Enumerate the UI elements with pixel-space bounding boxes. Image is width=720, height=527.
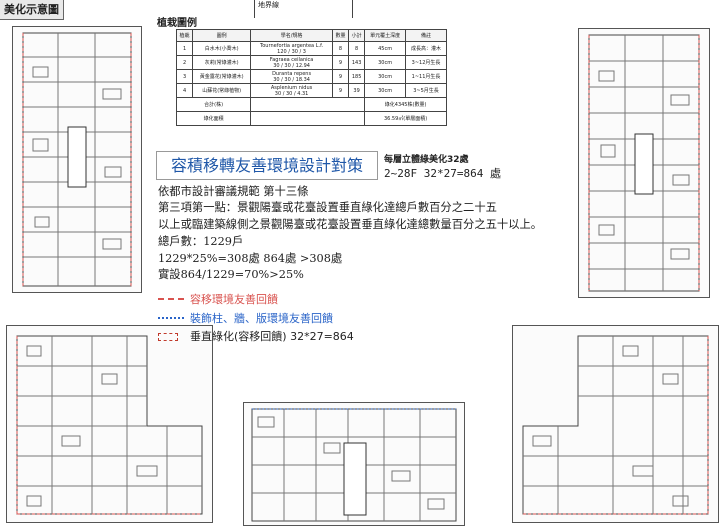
floor-plan-drawing [522, 335, 709, 515]
plant-spec: Tournefortia argentea L.f.120 / 30 / 3 [250, 41, 333, 56]
site-boundary-label: 地界線 [258, 1, 279, 9]
empty-cell [250, 97, 366, 112]
plant-qty: 9 [331, 69, 350, 84]
soil-depth: 30cm [364, 83, 407, 98]
empty-cell [250, 111, 366, 126]
plant-subtotal: 39 [348, 83, 366, 98]
site-boundary-line [352, 0, 353, 18]
plant-species: Asplenium nidus [270, 84, 313, 91]
plant-qty: 9 [331, 55, 350, 70]
floor-plan-bottom-center [243, 402, 465, 526]
table-row: 1 白水木(小喬木) Tournefortia argentea L.f.120… [175, 41, 447, 56]
column-header: 數量 [331, 29, 350, 42]
plant-species: Fagraea ceilanica [269, 56, 314, 63]
body-line: 總戶數：1229戶 [158, 235, 244, 248]
planting-legend-table: 植栽 圖例 學名/規格 數量 小計 單元覆土深度 備註 1 白水木(小喬木) T… [175, 29, 447, 126]
plant-note: 3~5月生長 [405, 83, 447, 98]
plant-size: 30 / 30 / 4.31 [274, 90, 309, 97]
plant-species: Tournefortia argentea L.f. [260, 42, 324, 49]
body-line: 第三項第一點：景觀陽臺或花臺設置垂直綠化達總戶數百分之二十五 [158, 201, 497, 214]
row-number: 3 [175, 69, 194, 84]
plant-note: 3~12月生長 [405, 55, 447, 70]
plant-note: 1~11月生長 [405, 69, 447, 84]
legend-text: 垂直綠化(容移回饋) 32*27=864 [190, 330, 354, 343]
plant-name: 白水木(小喬木) [192, 41, 252, 56]
body-line: 以上或臨建築線側之景觀陽臺或花臺設置垂直綠化達總數量百分之五十以上。 [158, 218, 543, 231]
total-value: 綠化4345株(數量) [364, 97, 447, 112]
soil-depth: 45cm [364, 41, 407, 56]
floor-plan-drawing [588, 34, 700, 292]
plant-qty: 9 [331, 83, 350, 98]
floor-plan-top-right [578, 28, 710, 298]
column-header: 小計 [348, 29, 366, 42]
legend-swatch-vertical-green [158, 333, 178, 341]
plant-size: 30 / 30 / 12.94 [273, 62, 310, 69]
plant-subtotal: 8 [348, 41, 366, 56]
total-label: 合計(株) [175, 97, 252, 112]
floor-plan-top-left [12, 26, 142, 293]
column-header: 學名/規格 [250, 29, 333, 42]
plant-note: 成長高：灌木 [405, 41, 447, 56]
soil-depth: 30cm [364, 55, 407, 70]
site-boundary-line [254, 0, 255, 18]
floor-plan-bottom-left [6, 325, 213, 523]
soil-depth: 30cm [364, 69, 407, 84]
column-header: 備註 [405, 29, 447, 42]
row-number: 1 [175, 41, 194, 56]
plant-name: 灰莉(常綠灌木) [192, 55, 252, 70]
plant-size: 120 / 30 / 3 [277, 48, 306, 55]
greening-note-title: 每層立體綠美化32處 [384, 155, 469, 165]
table-header-row: 植栽 圖例 學名/規格 數量 小計 單元覆土深度 備註 [175, 29, 447, 42]
legend-swatch-red-dashed [158, 298, 184, 300]
row-number: 2 [175, 55, 194, 70]
table-row-area: 綠化面積 36.59㎡(單層面積) [175, 111, 447, 126]
plant-species: Duranta repens [272, 70, 312, 77]
corner-label: 美化示意圖 [0, 0, 64, 20]
floor-plan-bottom-right [512, 325, 719, 523]
area-value: 36.59㎡(單層面積) [364, 111, 447, 126]
legend-title: 植栽圖例 [157, 18, 197, 29]
legend-text: 容移環境友善回饋 [190, 293, 278, 306]
area-label: 綠化面積 [175, 111, 252, 126]
plant-subtotal: 185 [348, 69, 366, 84]
floor-plan-drawing [251, 408, 457, 522]
greening-note-formula: 2~28F 32*27=864 處 [384, 167, 501, 180]
floor-plan-drawing [22, 32, 132, 287]
column-header: 圖例 [192, 29, 252, 42]
body-line: 1229*25%=308處 864處 >308處 [158, 252, 343, 265]
table-row-total: 合計(株) 綠化4345株(數量) [175, 97, 447, 112]
row-number: 4 [175, 83, 194, 98]
plant-name: 黃金露花(常綠灌木) [192, 69, 252, 84]
plant-size: 30 / 30 / 18.34 [273, 76, 310, 83]
column-header: 單元覆土深度 [364, 29, 407, 42]
plant-qty: 8 [331, 41, 350, 56]
plant-subtotal: 143 [348, 55, 366, 70]
body-line: 實設864/1229=70%>25% [158, 268, 304, 281]
plant-name: 山蘇花(常綠植物) [192, 83, 252, 98]
body-line: 依都市設計審議規範 第十三條 [158, 185, 309, 198]
legend-swatch-blue-dotted [158, 317, 184, 319]
floor-plan-drawing [16, 335, 203, 515]
legend-text: 裝飾柱、牆、版環境友善回饋 [190, 312, 333, 325]
column-header: 植栽 [175, 29, 194, 42]
page-title: 容積移轉友善環境設計對策 [156, 151, 378, 180]
